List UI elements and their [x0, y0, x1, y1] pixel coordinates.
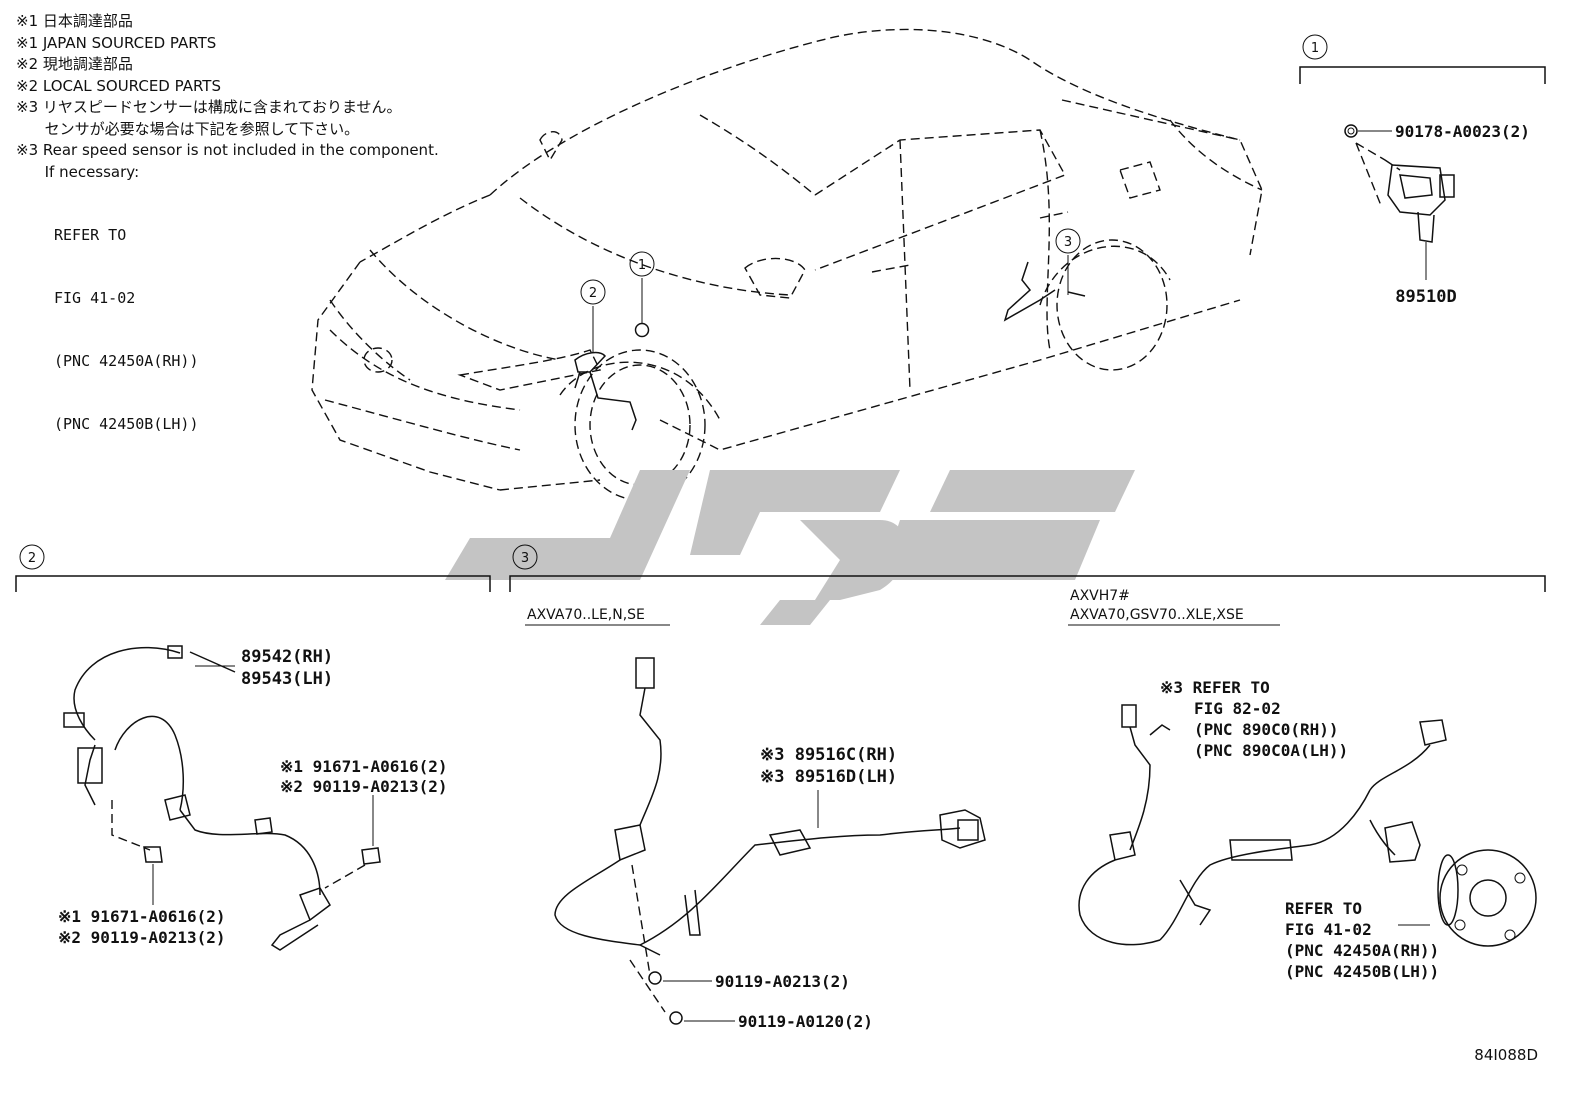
bolt-label: ※2 90119-A0213(2): [280, 777, 448, 796]
callout-number: 3: [1064, 235, 1072, 250]
part-number-89516d: ※3 89516D(LH): [760, 767, 897, 787]
note-refer-line: (PNC 42450A(RH)): [54, 352, 199, 370]
note-line: ※1 日本調達部品: [16, 12, 133, 30]
note-line: ※3 リヤスピードセンサーは構成に含まれておりません。: [16, 98, 402, 116]
bolt-label: ※1 91671-A0616(2): [58, 907, 226, 926]
refer-line: FIG 82-02: [1194, 699, 1281, 718]
refer-line: REFER TO: [1285, 899, 1362, 918]
note-line: センサが必要な場合は下記を参照して下さい。: [16, 119, 360, 138]
callout-1-car: 1: [629, 251, 655, 277]
note-refer-line: (PNC 42450B(LH)): [54, 415, 199, 433]
part-number-89510d: 89510D: [1395, 287, 1456, 307]
callout-number: 2: [589, 286, 597, 301]
car-illustration: [311, 28, 1263, 501]
section-2: 2 89542(RH) 89543(LH) ※1 91671-A0616(2) …: [15, 544, 491, 951]
part-number-89516c: ※3 89516C(RH): [760, 745, 897, 765]
callout-3-car: 3: [1055, 228, 1081, 254]
note-refer-line: REFER TO: [54, 226, 127, 244]
note-refer: REFER TO FIG 41-02 (PNC 42450A(RH)) (PNC…: [16, 183, 439, 477]
variant-header: AXVH7#: [1070, 588, 1130, 604]
note-refer-line: FIG 41-02: [54, 289, 136, 307]
variant-header: AXVA70..LE,N,SE: [527, 607, 645, 623]
part-number-89543: 89543(LH): [241, 669, 333, 689]
refer-line: (PNC 42450A(RH)): [1285, 941, 1439, 960]
wire-harness-3b: ※3 REFER TO FIG 82-02 (PNC 890C0(RH)) (P…: [1078, 678, 1537, 981]
refer-line: (PNC 890C0(RH)): [1194, 720, 1339, 739]
refer-line: (PNC 42450B(LH)): [1285, 962, 1439, 981]
refer-line: FIG 41-02: [1285, 920, 1372, 939]
callout-number: 1: [638, 258, 646, 273]
note-line: ※1 JAPAN SOURCED PARTS: [16, 33, 217, 52]
variant-header: AXVA70,GSV70..XLE,XSE: [1070, 607, 1244, 623]
section-number: 1: [1311, 41, 1319, 56]
callout-2-car: 2: [580, 279, 606, 305]
section-number: 3: [521, 551, 529, 566]
wire-harness-3a: ※3 89516C(RH) ※3 89516D(LH) 90119-A0213(…: [554, 657, 986, 1031]
section-3: 3 AXVA70..LE,N,SE AXVH7# AXVA70,GSV70..X…: [509, 544, 1546, 1031]
note-line: ※2 LOCAL SOURCED PARTS: [16, 76, 221, 95]
figure-code: 84I088D: [1474, 1046, 1538, 1064]
note-line: ※3 Rear speed sensor is not included in …: [16, 141, 439, 159]
watermark-logo: [445, 470, 1135, 625]
refer-line: (PNC 890C0A(LH)): [1194, 741, 1348, 760]
part-number-89542: 89542(RH): [241, 647, 333, 667]
note-line: ※2 現地調達部品: [16, 55, 133, 73]
section-1: 1 90178-A0023(2) 89510D: [1299, 34, 1546, 307]
note-line: If necessary:: [16, 162, 140, 181]
notes-block: ※1 日本調達部品 ※1 JAPAN SOURCED PARTS ※2 現地調達…: [16, 11, 439, 477]
bolt-label: ※1 91671-A0616(2): [280, 757, 448, 776]
section-number: 2: [28, 551, 36, 566]
bolt-label: ※2 90119-A0213(2): [58, 928, 226, 947]
bolt-label: 90178-A0023(2): [1395, 122, 1530, 141]
bolt-label: 90119-A0120(2): [738, 1012, 873, 1031]
bolt-label: 90119-A0213(2): [715, 972, 850, 991]
refer-line: ※3 REFER TO: [1160, 678, 1270, 697]
